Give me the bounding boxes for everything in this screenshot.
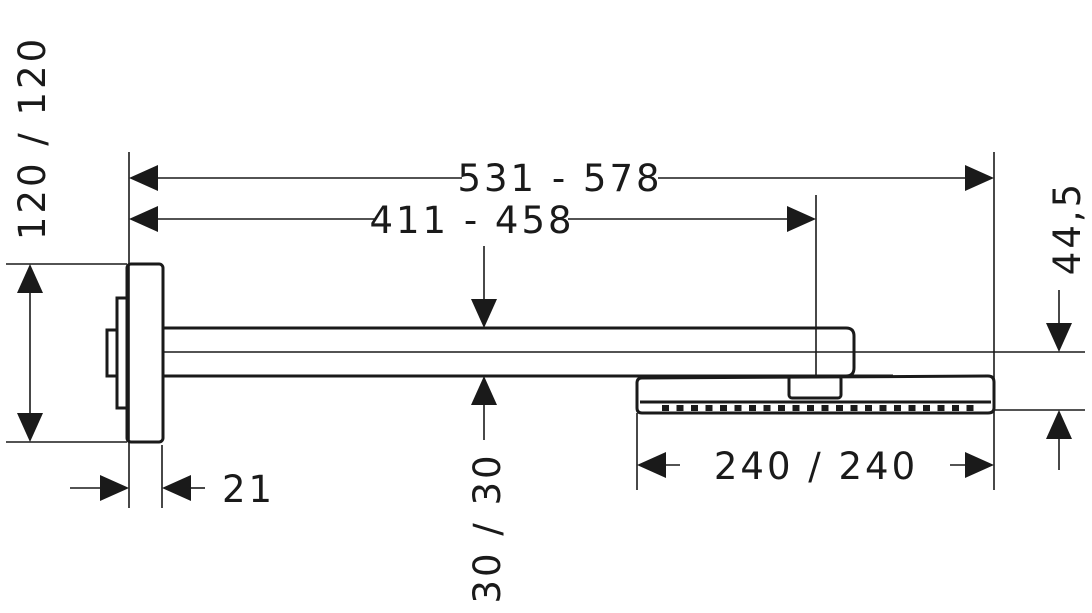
nozzle xyxy=(720,405,727,411)
nozzle xyxy=(705,405,713,411)
nozzle xyxy=(763,405,771,411)
nozzle xyxy=(894,405,901,411)
nozzle-row xyxy=(662,405,974,411)
dim-arm-section-label: 30 / 30 xyxy=(466,452,509,603)
wall-plate xyxy=(105,262,165,444)
shower-arm xyxy=(163,326,1085,378)
shower-head xyxy=(635,374,996,415)
dim-overall-length-label: 531 - 578 xyxy=(457,157,662,200)
nozzle xyxy=(749,405,756,411)
dimension-arm-length: 411 - 458 xyxy=(129,197,816,242)
dimension-overall-length: 531 - 578 xyxy=(129,156,994,200)
dimension-head-height: 44,5 xyxy=(1046,181,1089,470)
nozzle xyxy=(836,405,843,411)
nozzle xyxy=(821,405,829,411)
nozzle xyxy=(908,405,916,411)
nozzle xyxy=(734,405,742,411)
nozzle xyxy=(923,405,930,411)
nozzle xyxy=(807,405,814,411)
dim-wall-plate-height-label: 120 / 120 xyxy=(11,36,54,240)
dimension-wall-plate-depth: 21 xyxy=(70,468,275,511)
dimension-head-size: 240 / 240 xyxy=(637,445,994,488)
nozzle xyxy=(792,405,800,411)
dimension-arm-section: 30 / 30 xyxy=(466,246,509,604)
dimension-wall-plate-height: 120 / 120 xyxy=(11,36,54,442)
nozzle xyxy=(865,405,872,411)
nozzle xyxy=(778,405,785,411)
dim-arm-length-label: 411 - 458 xyxy=(369,199,574,242)
dim-head-height-label: 44,5 xyxy=(1046,181,1089,275)
nozzle xyxy=(662,405,669,411)
nozzle xyxy=(691,405,698,411)
dim-wall-plate-depth-label: 21 xyxy=(222,468,275,511)
nozzle xyxy=(850,405,858,411)
nozzle xyxy=(966,405,974,411)
nozzle xyxy=(676,405,684,411)
dim-head-size-label: 240 / 240 xyxy=(714,445,918,488)
extension-lines xyxy=(6,152,1085,508)
nozzle xyxy=(952,405,959,411)
nozzle xyxy=(937,405,945,411)
nozzle xyxy=(879,405,887,411)
